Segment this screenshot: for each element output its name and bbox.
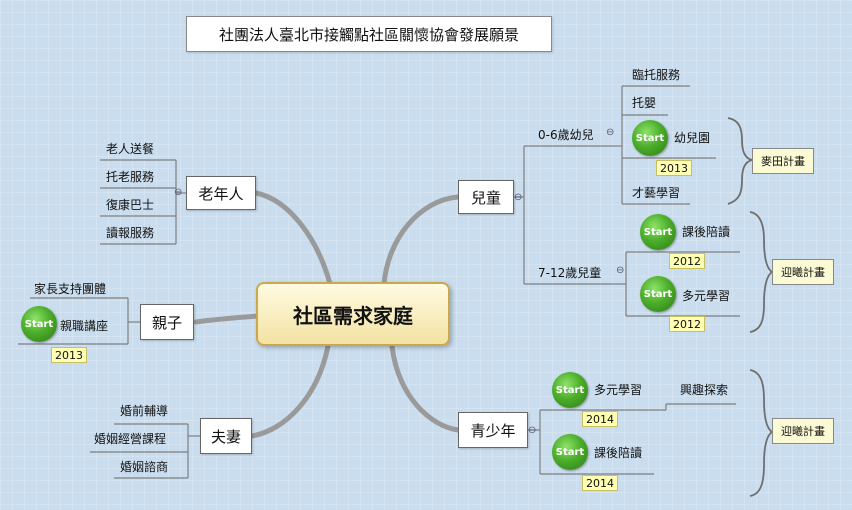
start-icon: Start — [632, 120, 668, 156]
central-topic[interactable]: 社區需求家庭 — [256, 282, 450, 346]
node-youth[interactable]: 青少年 — [458, 412, 528, 448]
start-year-tag: 2013 — [51, 347, 87, 363]
topic-age-0-6[interactable]: 0-6歲幼兒 — [538, 128, 594, 142]
topic-age-7-12[interactable]: 7-12歲兒童 — [538, 266, 602, 280]
plan-wheat-field[interactable]: 麥田計畫 — [752, 148, 814, 174]
topic-temporary-care[interactable]: 臨托服務 — [632, 68, 681, 82]
topic-parent-support-group[interactable]: 家長支持團體 — [34, 282, 107, 296]
node-children[interactable]: 兒童 — [458, 180, 514, 214]
collapse-toggle-icon[interactable]: ⊖ — [174, 187, 183, 198]
collapse-toggle-icon[interactable]: ⊖ — [606, 127, 615, 138]
collapse-toggle-icon[interactable]: ⊖ — [616, 265, 625, 276]
node-elderly[interactable]: 老年人 — [186, 176, 256, 210]
topic-diverse-learning[interactable]: 多元學習 — [682, 289, 731, 303]
node-couple[interactable]: 夫妻 — [200, 418, 252, 454]
start-year-tag: 2014 — [582, 475, 618, 491]
topic-youth-diverse-learning[interactable]: 多元學習 — [594, 383, 643, 397]
start-icon: Start — [21, 306, 57, 342]
plan-dawn-welcome-youth[interactable]: 迎曦計畫 — [772, 418, 834, 444]
collapse-toggle-icon[interactable]: ⊖ — [514, 192, 523, 203]
topic-marriage-course[interactable]: 婚姻經營課程 — [94, 432, 167, 446]
map-title: 社團法人臺北市接觸點社區關懷協會發展願景 — [186, 16, 552, 52]
topic-arts-learning[interactable]: 才藝學習 — [632, 186, 681, 200]
node-parent-child[interactable]: 親子 — [140, 304, 194, 340]
start-icon: Start — [552, 434, 588, 470]
topic-kindergarten[interactable]: 幼兒園 — [674, 131, 711, 145]
topic-marriage-counseling[interactable]: 婚姻諮商 — [120, 460, 169, 474]
start-year-tag: 2013 — [656, 160, 692, 176]
topic-youth-after-school[interactable]: 課後陪讀 — [594, 446, 643, 460]
start-year-tag: 2012 — [669, 316, 705, 332]
topic-parenting-lecture[interactable]: 親職講座 — [60, 319, 109, 333]
start-icon: Start — [640, 214, 676, 250]
topic-elder-daycare[interactable]: 托老服務 — [106, 170, 155, 184]
topic-newspaper-reading[interactable]: 讀報服務 — [106, 226, 155, 240]
topic-infant-care[interactable]: 托嬰 — [632, 96, 657, 110]
collapse-toggle-icon[interactable]: ⊖ — [528, 425, 537, 436]
start-icon: Start — [552, 372, 588, 408]
topic-rehab-bus[interactable]: 復康巴士 — [106, 198, 155, 212]
topic-after-school-tutoring[interactable]: 課後陪讀 — [682, 225, 731, 239]
topic-senior-meals[interactable]: 老人送餐 — [106, 142, 155, 156]
plan-dawn-welcome[interactable]: 迎曦計畫 — [772, 259, 834, 285]
topic-interest-exploration[interactable]: 興趣探索 — [680, 383, 729, 397]
start-year-tag: 2014 — [582, 411, 618, 427]
start-icon: Start — [640, 276, 676, 312]
start-year-tag: 2012 — [669, 253, 705, 269]
topic-premarital-counseling[interactable]: 婚前輔導 — [120, 404, 169, 418]
